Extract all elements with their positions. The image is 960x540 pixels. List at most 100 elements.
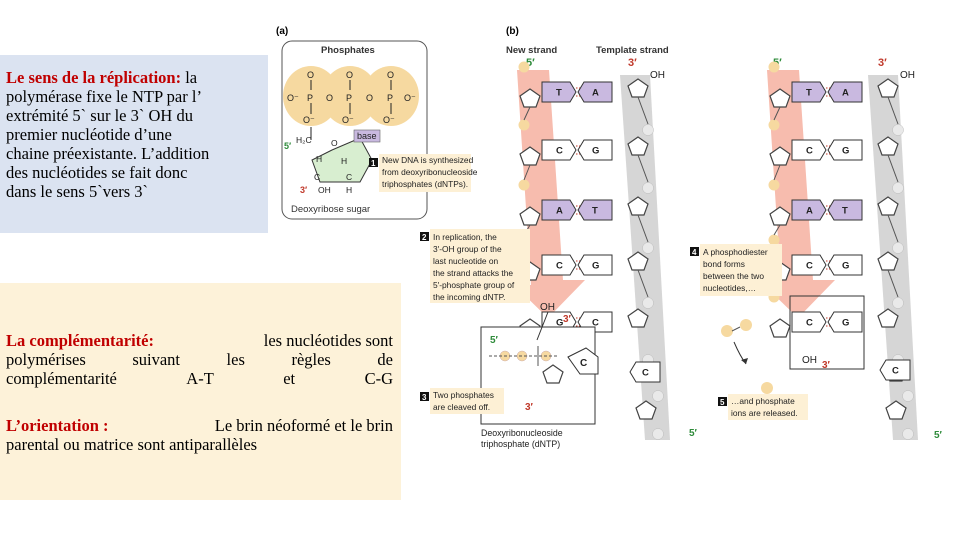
new-phosphate — [518, 179, 530, 191]
dntp-base-shape — [567, 347, 599, 375]
released-phosphate-3 — [761, 382, 773, 394]
template-base — [577, 81, 613, 103]
template-sugar — [877, 308, 899, 328]
template-phosphate — [642, 182, 654, 194]
new-base — [541, 139, 577, 161]
template-phosphate — [642, 242, 654, 254]
svg-text:5′: 5′ — [284, 141, 291, 151]
released-phosphate-1 — [721, 325, 733, 337]
template-phosphate — [642, 297, 654, 309]
svg-text:2: 2 — [422, 233, 427, 242]
svg-text:O: O — [366, 93, 373, 103]
template-base-letter: G — [592, 261, 599, 272]
template-phosphate — [892, 242, 904, 254]
svg-text:OH: OH — [802, 355, 817, 366]
new-base-letter: A — [556, 206, 563, 217]
svg-text:O⁻: O⁻ — [287, 93, 299, 103]
phosphate-3 — [363, 66, 419, 126]
step-1-callout — [379, 154, 471, 192]
svg-text:OH: OH — [540, 302, 555, 313]
phosphate-2 — [322, 66, 378, 126]
new-base — [791, 199, 827, 221]
template-sugar-lower — [885, 400, 907, 420]
svg-text:O⁻: O⁻ — [342, 115, 354, 125]
svg-text:O: O — [387, 70, 394, 80]
orientation-title: L’orientation : — [6, 416, 109, 435]
phosphates-label: Phosphates — [321, 45, 375, 56]
template-phosphate-lower — [902, 428, 914, 440]
template-base-lower-letter: C — [892, 366, 899, 377]
svg-text:H: H — [341, 156, 347, 166]
svg-text:3′: 3′ — [300, 185, 307, 195]
svg-text:nucleotides,…: nucleotides,… — [703, 283, 756, 293]
template-base-letter: T — [842, 206, 848, 217]
template-sugar — [627, 308, 649, 328]
template-sugar-lower — [635, 400, 657, 420]
svg-text:5′-phosphate group of: 5′-phosphate group of — [433, 280, 515, 290]
template-base — [577, 254, 613, 276]
new-phosphate — [768, 179, 780, 191]
template-base-letter: A — [592, 88, 599, 99]
svg-text:O⁻: O⁻ — [404, 93, 416, 103]
new-base-letter: A — [806, 206, 813, 217]
new-base-letter: T — [556, 88, 562, 99]
svg-text:…and phosphate: …and phosphate — [731, 396, 795, 406]
svg-text:3′: 3′ — [563, 314, 572, 325]
svg-text:3′-OH group of the: 3′-OH group of the — [433, 244, 502, 254]
svg-text:from deoxyribonucleoside: from deoxyribonucleoside — [382, 167, 478, 177]
svg-text:O⁻: O⁻ — [303, 115, 315, 125]
template-phosphate-lower — [652, 390, 664, 402]
step-5-badge — [718, 397, 727, 406]
new-base-letter: C — [556, 261, 563, 272]
svg-text:3′: 3′ — [822, 360, 831, 371]
template-base — [827, 139, 863, 161]
new-base — [791, 311, 827, 333]
phosphate-1 — [283, 66, 339, 126]
svg-text:In replication, the: In replication, the — [433, 232, 497, 242]
step-1-badge — [369, 158, 378, 167]
new-phosphate — [518, 119, 530, 131]
svg-text:O⁻: O⁻ — [383, 115, 395, 125]
new-phosphate — [768, 61, 780, 73]
svg-text:last nucleotide on: last nucleotide on — [433, 256, 499, 266]
new-base-letter: G — [556, 318, 563, 329]
step-2-callout — [430, 229, 530, 303]
svg-text:Two phosphates: Two phosphates — [433, 390, 494, 400]
svg-text:OH: OH — [900, 70, 915, 81]
new-base — [541, 254, 577, 276]
svg-text:P: P — [307, 93, 313, 103]
template-base-letter: A — [842, 88, 849, 99]
orientation-text: L’orientation : Le brin néoformé et le b… — [6, 416, 393, 454]
template-phosphate — [642, 124, 654, 136]
step-4-badge — [690, 247, 699, 256]
template-base-letter: G — [592, 146, 599, 157]
template-base — [827, 199, 863, 221]
svg-text:5′: 5′ — [934, 430, 943, 441]
complementarity-box — [0, 283, 401, 500]
svg-text:3′: 3′ — [628, 57, 637, 69]
complementarity-text: La complémentarité: les nucléotides sont… — [6, 331, 393, 388]
new-bond-box — [789, 295, 865, 370]
svg-text:the incoming dNTP.: the incoming dNTP. — [433, 292, 505, 302]
template-base — [827, 254, 863, 276]
svg-text:H₂C: H₂C — [296, 135, 312, 145]
template-base-letter: G — [842, 261, 849, 272]
template-base-letter: C — [592, 318, 599, 329]
svg-text:5′: 5′ — [526, 57, 535, 69]
template-base-letter: G — [842, 318, 849, 329]
template-base-letter: T — [592, 206, 598, 217]
svg-text:C: C — [314, 172, 320, 182]
template-base — [577, 199, 613, 221]
step-3-badge — [420, 392, 429, 401]
svg-text:P: P — [387, 93, 393, 103]
new-base-letter: C — [806, 146, 813, 157]
svg-text:the strand attacks the: the strand attacks the — [433, 268, 513, 278]
new-base-letter: T — [806, 88, 812, 99]
base-box — [353, 129, 381, 143]
svg-text:3′: 3′ — [878, 57, 887, 69]
released-phosphate-2 — [740, 319, 752, 331]
deoxyribose-sugar-label: Deoxyribose sugar — [291, 204, 370, 215]
svg-text:3: 3 — [422, 393, 427, 402]
